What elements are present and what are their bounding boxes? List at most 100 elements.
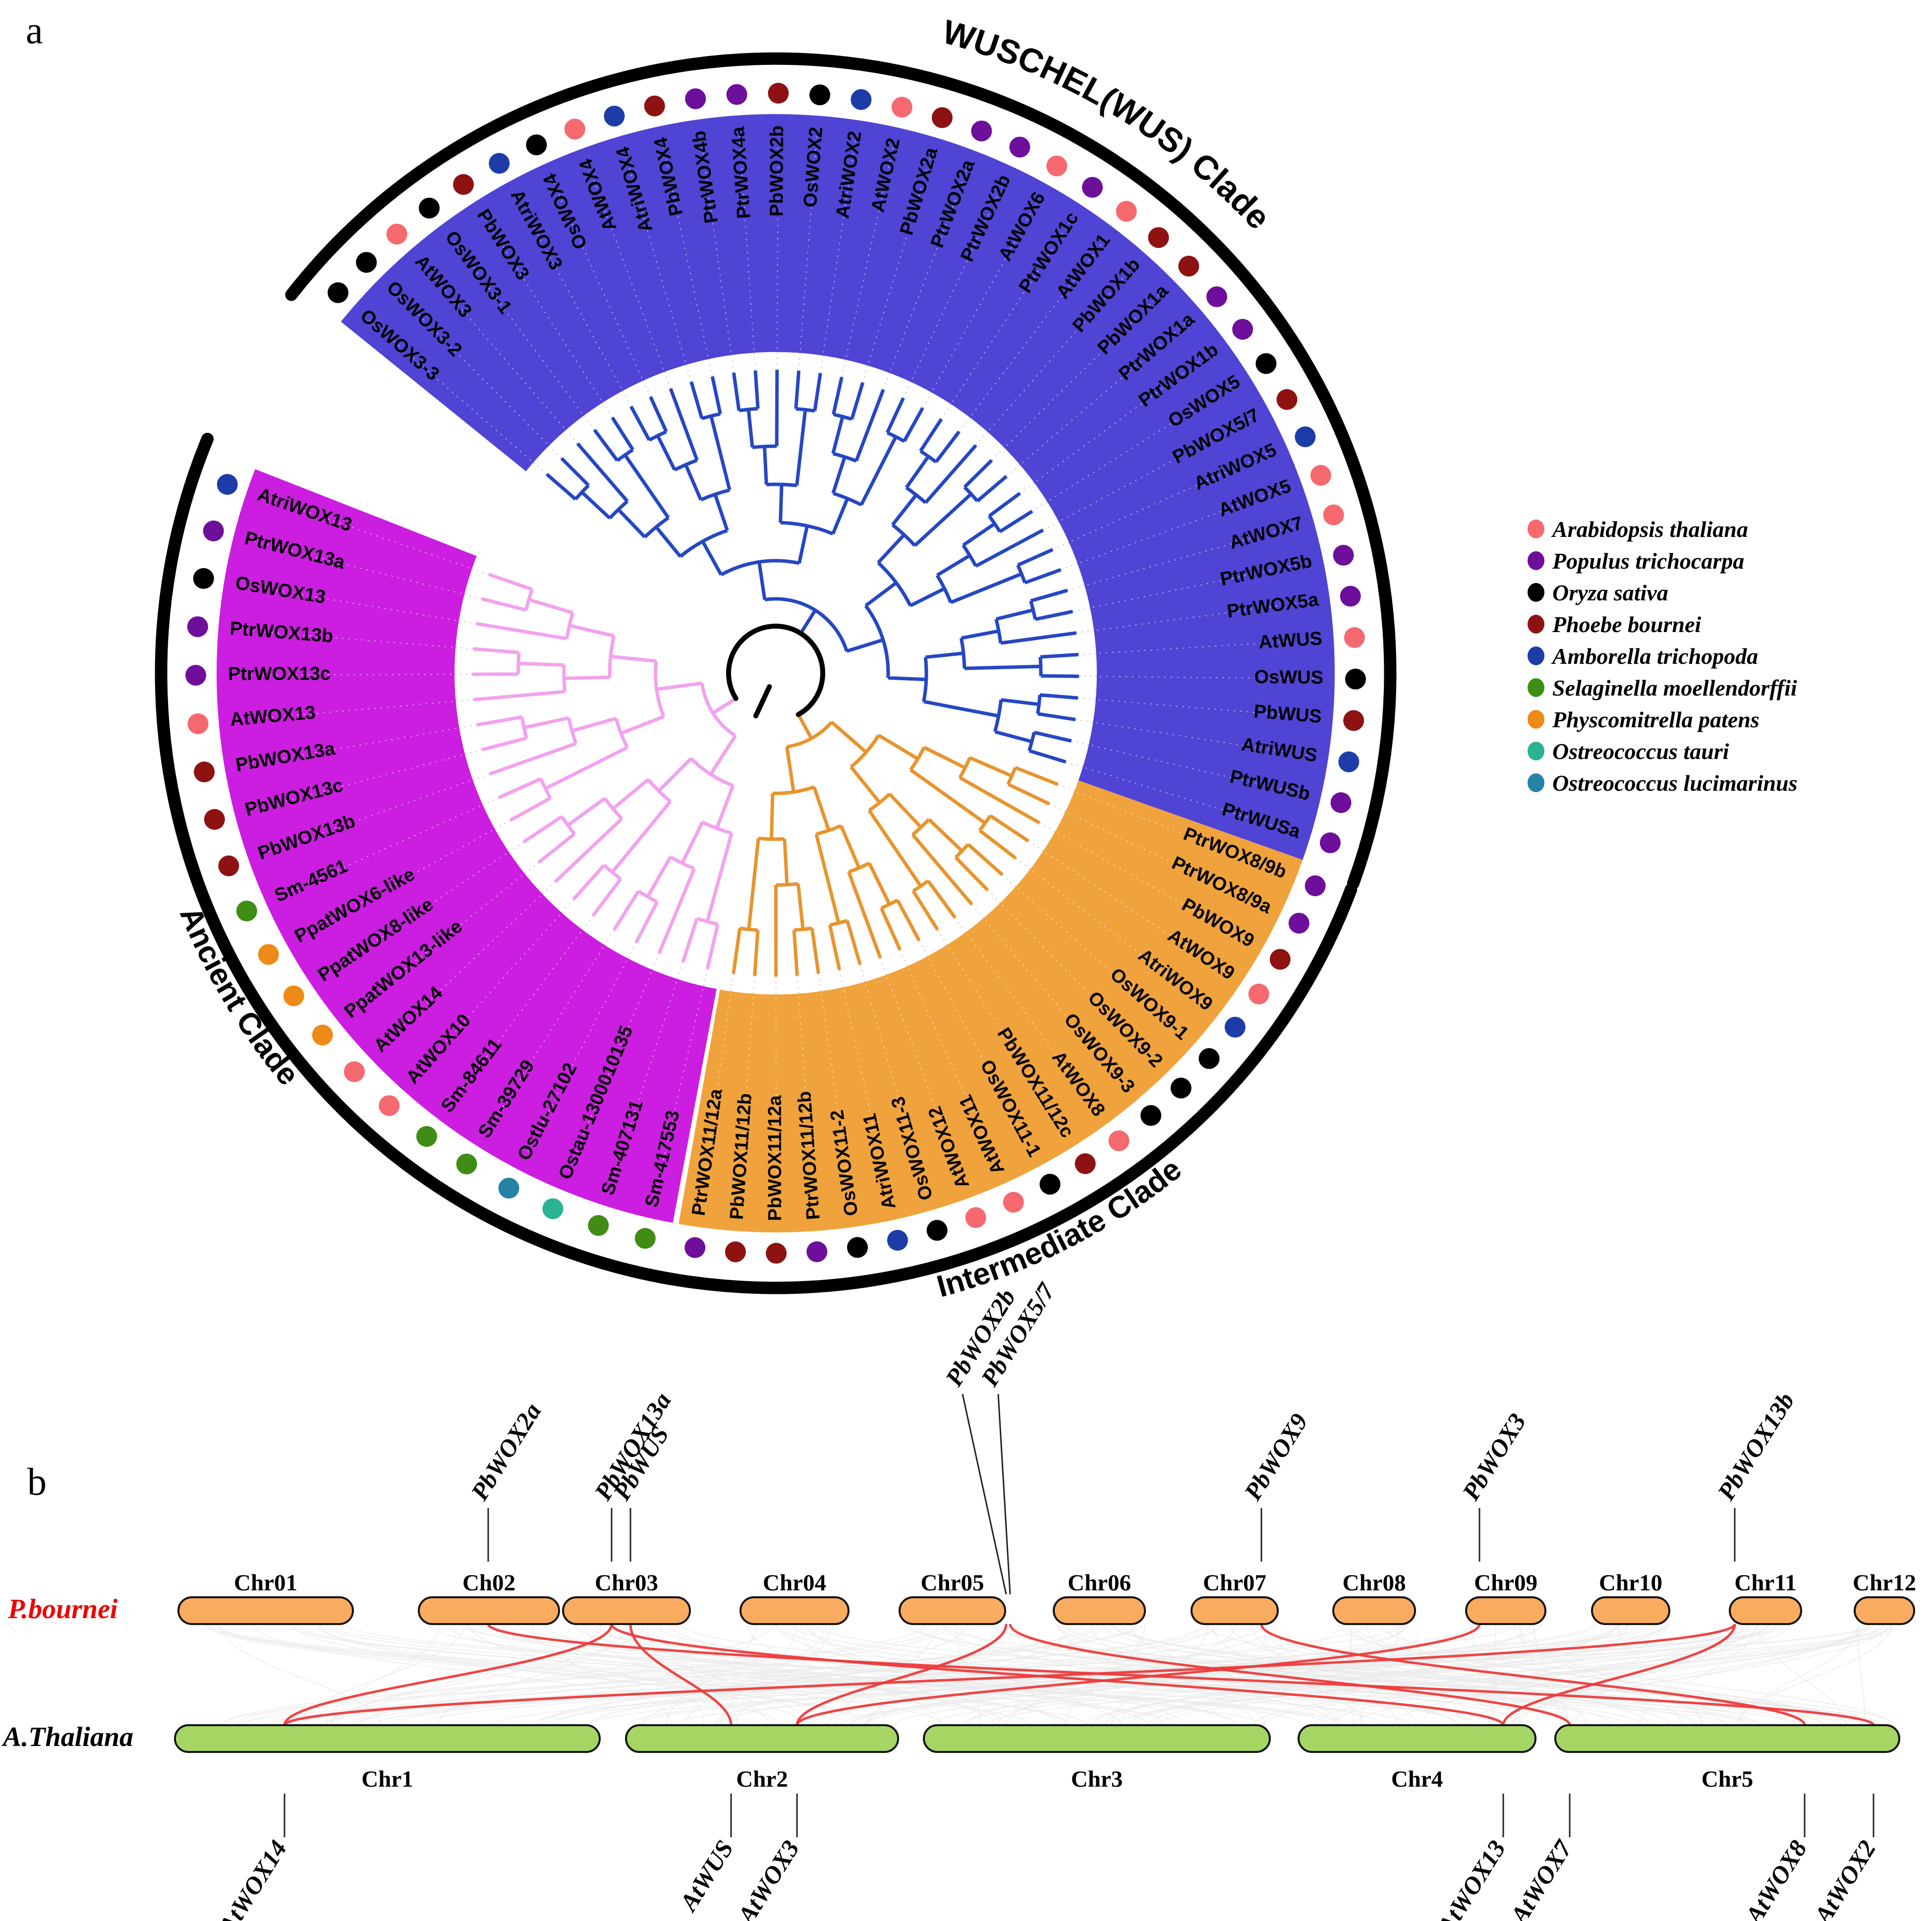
species-dot: [1108, 1130, 1130, 1152]
chromosome-label-Chr09: Chr09: [1474, 1570, 1537, 1596]
species-dot: [1333, 545, 1354, 566]
leaf-connector: [796, 976, 799, 994]
leaf-connector: [472, 773, 490, 781]
legend-species-name: Phoebe bournei: [1552, 611, 1702, 637]
species-dot: [1295, 426, 1316, 448]
gene-label-bottom: AtWOX14: [212, 1835, 292, 1921]
legend-dot-icon: [1528, 742, 1544, 760]
synteny-ribbon: [222, 1624, 925, 1726]
synteny-ribbon: [354, 1624, 1518, 1726]
legend-dot-icon: [1528, 583, 1544, 602]
leaf-connector: [642, 380, 651, 397]
leaf-connector: [1075, 719, 1093, 723]
leaf-connector: [508, 841, 524, 853]
dendrogram-intermediate: [732, 713, 1059, 977]
species-dot: [1323, 504, 1344, 525]
gene-label-bottom: AtWOX7: [1504, 1834, 1578, 1921]
chromosome-bars: [174, 1596, 1915, 1753]
leaf-connector: [1028, 840, 1044, 852]
wox-link: [1009, 1624, 1571, 1726]
species-dot: [419, 197, 440, 219]
leaf-connector: [1067, 585, 1085, 591]
species-dot: [217, 474, 238, 495]
species-dot: [356, 252, 377, 273]
leaf-label: PtrWOX13c: [228, 663, 331, 685]
species-dot: [204, 809, 225, 830]
gene-label-top: PbWOX9: [1238, 1408, 1313, 1505]
leaf-connector: [464, 749, 483, 755]
chromosome-label-Chr12: Chr12: [1853, 1570, 1916, 1596]
tree-root: [726, 624, 825, 719]
species-dot: [1039, 1173, 1061, 1195]
leaf-connector: [955, 917, 966, 932]
species-dot: [809, 84, 831, 106]
legend-dot-icon: [1528, 615, 1544, 634]
species-dot: [851, 89, 872, 110]
legend-species-name: Ostreococcus tauri: [1552, 738, 1729, 764]
leaf-connector: [703, 969, 708, 987]
species-dot: [1344, 627, 1365, 648]
clade-outer-arcs: [155, 52, 1397, 1294]
leaf-connector: [941, 404, 952, 419]
chromosome-label-Chr06: Chr06: [1068, 1570, 1131, 1596]
gene-leader: [997, 1394, 1011, 1595]
legend-species-name: Arabidopsis thaliana: [1552, 516, 1748, 542]
wox-link: [796, 1624, 1481, 1726]
species-dot: [1338, 751, 1360, 772]
wox-synteny-links: [283, 1623, 1875, 1726]
synteny-ribbon: [1065, 1624, 1146, 1726]
wox-link: [283, 1624, 613, 1726]
synteny-ribbon: [1262, 1624, 1892, 1726]
chromosome-label-Ch02: Ch02: [462, 1570, 515, 1596]
species-dot: [1046, 155, 1068, 176]
clade-arc-wus: [285, 52, 1397, 890]
gene-label-bottom: AtWOX2: [1808, 1835, 1881, 1921]
leaf-connector: [1058, 784, 1075, 792]
leaf-connector: [1060, 563, 1078, 571]
leaf-connector: [1076, 630, 1094, 634]
species-dot: [1206, 286, 1227, 307]
leaf-connector: [542, 881, 556, 894]
synteny-ribbon: [1757, 1624, 1846, 1726]
chromosome-label-Chr3: Chr3: [1071, 1766, 1123, 1792]
leaf-connector: [839, 970, 844, 988]
species-dot: [604, 106, 625, 127]
leaf-connector: [959, 417, 970, 432]
species-dot: [1276, 389, 1298, 410]
species-dot: [1003, 1192, 1024, 1213]
synteny-ribbon: [736, 1624, 832, 1726]
synteny-ribbon: [1617, 1624, 1702, 1726]
species-dot: [847, 1237, 868, 1258]
chromosome-label-Chr10: Chr10: [1599, 1570, 1662, 1596]
species-dot: [1340, 585, 1361, 607]
species-dot: [1116, 201, 1137, 222]
legend-species-name: Populus trichocarpa: [1552, 548, 1745, 574]
gene-label-top: PbWOX13b: [1711, 1388, 1800, 1506]
leaf-connector: [685, 364, 692, 382]
leaf-connector: [991, 447, 1005, 461]
species-dot: [283, 985, 304, 1006]
species-dot: [685, 88, 706, 110]
leaf-connector: [583, 415, 595, 430]
legend-dot-icon: [1528, 646, 1544, 665]
leaf-connector: [1043, 521, 1059, 531]
chromosome-label-Chr03: Chr03: [595, 1570, 658, 1596]
synteny-ribbon: [397, 1624, 1368, 1726]
synteny-ribbon: [1392, 1624, 1776, 1726]
synteny-ribbon: [297, 1624, 465, 1726]
chromosome-label-Chr5: Chr5: [1702, 1766, 1753, 1792]
synteny-ribbon: [244, 1624, 1138, 1726]
species-dot: [312, 1024, 333, 1046]
species-dot: [456, 1154, 477, 1174]
clade-arc-ancient: [155, 433, 678, 1285]
wox-link: [796, 1624, 1008, 1726]
leaf-connector: [1031, 501, 1048, 512]
leaf-connector: [455, 647, 474, 649]
species-dot: [1319, 832, 1341, 854]
legend-item: Oryza sativa: [1528, 577, 1798, 608]
leaf-connector: [561, 899, 574, 913]
gene-label-bottom: AtWUS: [674, 1835, 739, 1917]
legend-item: Phoebe bournei: [1528, 608, 1798, 640]
leaf-connector: [1078, 653, 1096, 655]
species-dot: [1148, 227, 1169, 248]
